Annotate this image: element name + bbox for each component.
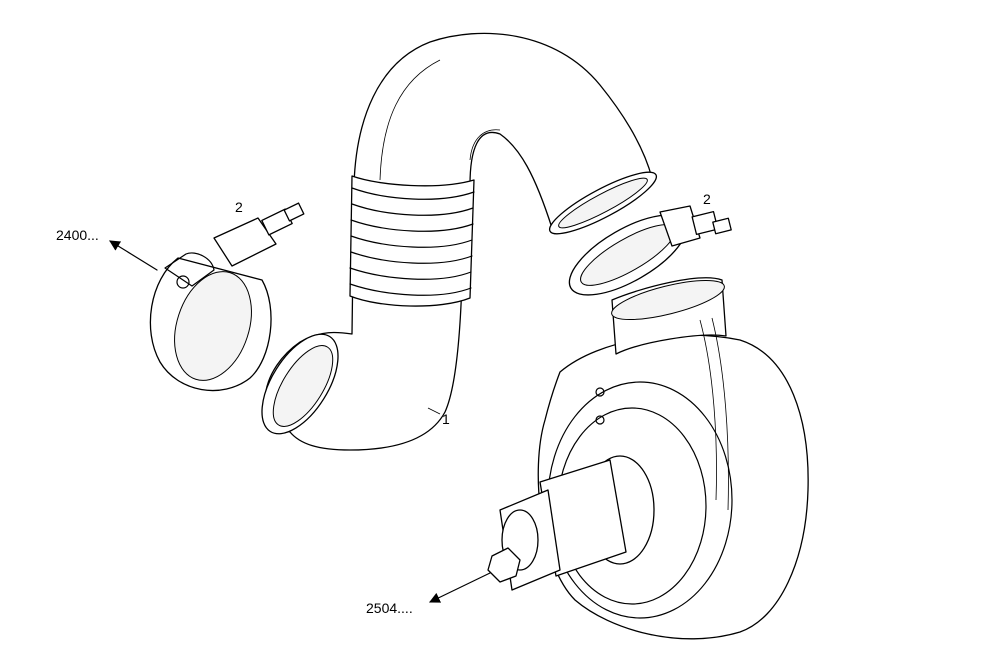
v-band-clamp-right: [568, 205, 732, 296]
leader-line-left: [109, 240, 158, 271]
callout-clamp-left-label: 2: [235, 199, 243, 215]
callout-ref-left-label: 2400...: [56, 227, 99, 243]
pipe-upper-flange: [548, 171, 658, 235]
v-band-clamp-left: [149, 202, 305, 392]
callout-pipe-label: 1: [442, 411, 450, 427]
pipe-lower-flange: [261, 333, 339, 435]
callout-clamp-right-label: 2: [703, 191, 711, 207]
pipe-bellows: [349, 175, 475, 307]
leader-line-bottom: [429, 572, 491, 603]
leader-line-pipe: [427, 407, 441, 415]
intake-pipe: [261, 32, 658, 451]
callout-ref-bottom-label: 2504....: [366, 600, 413, 616]
turbocharger-compressor: [487, 277, 809, 640]
